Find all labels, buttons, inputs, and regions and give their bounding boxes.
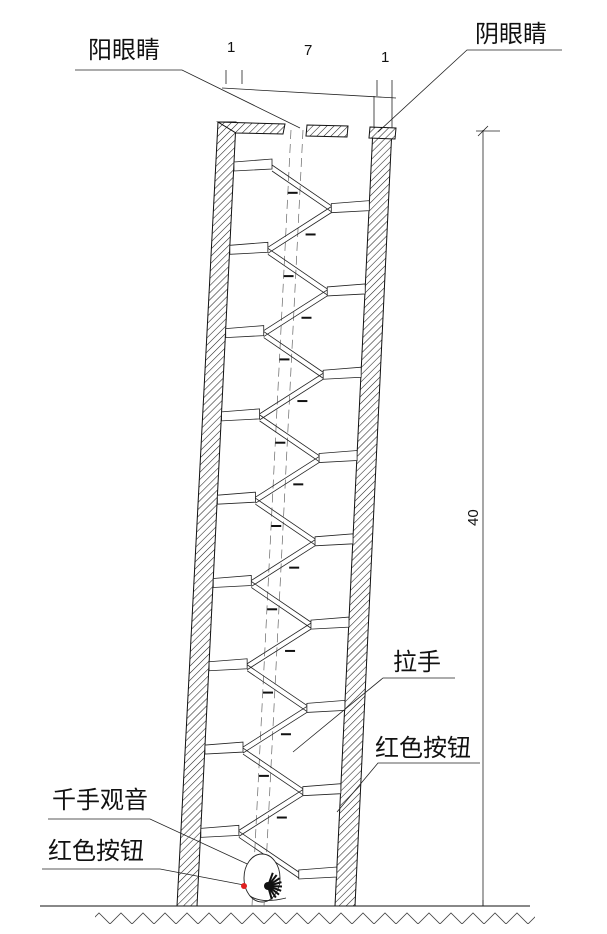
dim-top-left: 1: [227, 39, 235, 56]
top-cap-right: [368, 126, 397, 140]
label-red-button-left: 红色按钮: [48, 837, 144, 865]
red-button[interactable]: [241, 883, 247, 889]
stair-landing: [217, 491, 256, 505]
tower-walls: [176, 121, 397, 907]
stair-flight: [238, 789, 304, 831]
stair-flight: [242, 712, 308, 754]
stair-landing: [229, 241, 269, 255]
stair-landing: [208, 658, 248, 672]
stair-landing: [330, 200, 370, 214]
stair-flight: [251, 587, 312, 629]
ground: [40, 905, 535, 930]
stair-flight: [251, 539, 316, 581]
stair-landing: [200, 824, 240, 838]
height-dimension: 40: [465, 125, 500, 906]
stair-flight: [271, 170, 332, 212]
stair-landing: [302, 783, 342, 797]
guanyin-statue: [243, 853, 287, 903]
stair-flight: [251, 581, 312, 623]
stair-flight: [238, 831, 299, 873]
label-handle: 拉手: [393, 648, 441, 676]
stair-flight: [267, 247, 328, 290]
stair-landing: [233, 158, 273, 172]
stair-landing: [318, 450, 358, 463]
stair-flight: [267, 212, 332, 254]
stair-landing: [204, 741, 244, 755]
stair-flight: [259, 372, 324, 415]
label-yin-eye: 阴眼睛: [475, 20, 547, 48]
stair-flight: [271, 164, 332, 206]
stair-flight: [267, 253, 328, 296]
stair-landing: [326, 283, 366, 297]
right-wall: [334, 127, 393, 907]
top-cap-left: [216, 121, 286, 135]
left-wall: [176, 121, 237, 907]
stair-flight: [242, 753, 304, 796]
label-red-button-right: 红色按钮: [375, 734, 471, 762]
stair-flight: [263, 331, 324, 373]
stair-flight: [246, 670, 308, 712]
stair-flight: [242, 706, 308, 748]
stair-flight: [255, 503, 316, 546]
callouts: 阳眼睛 阴眼睛 拉手 红色按钮 千手观音 红色按钮: [42, 20, 562, 886]
stair-landing: [298, 866, 338, 880]
stair-flight: [259, 414, 320, 456]
stair-landing: [225, 325, 265, 339]
dim-height: 40: [465, 509, 482, 526]
dim-top-right: 1: [381, 49, 389, 66]
stair-flight: [251, 545, 316, 587]
stair-flight: [255, 462, 320, 504]
stair-flight: [255, 497, 316, 540]
dim-top-middle: 7: [304, 42, 312, 59]
top-dimension: 1 7 1: [221, 39, 397, 128]
stair-landing: [306, 699, 346, 713]
stair-flight: [263, 289, 328, 331]
stair-flight: [238, 795, 304, 837]
stair-flight: [263, 295, 328, 337]
stair-flight: [263, 337, 324, 379]
stair-flight: [242, 747, 304, 790]
stair-flight: [267, 206, 332, 248]
stair-flight: [259, 420, 320, 462]
stair-landing: [310, 616, 350, 630]
staircase: [200, 158, 370, 880]
stair-landing: [322, 366, 362, 380]
label-yang-eye: 阳眼睛: [88, 36, 160, 64]
stair-landing: [212, 575, 252, 588]
stair-flight: [246, 622, 312, 665]
stair-flight: [259, 378, 324, 421]
stair-flight: [255, 456, 320, 498]
stair-flight: [246, 628, 312, 671]
label-guanyin: 千手观音: [52, 786, 148, 814]
top-cap-middle: [305, 124, 349, 138]
stair-flight: [246, 664, 308, 706]
stair-landing: [221, 408, 260, 422]
stair-landing: [314, 533, 354, 547]
